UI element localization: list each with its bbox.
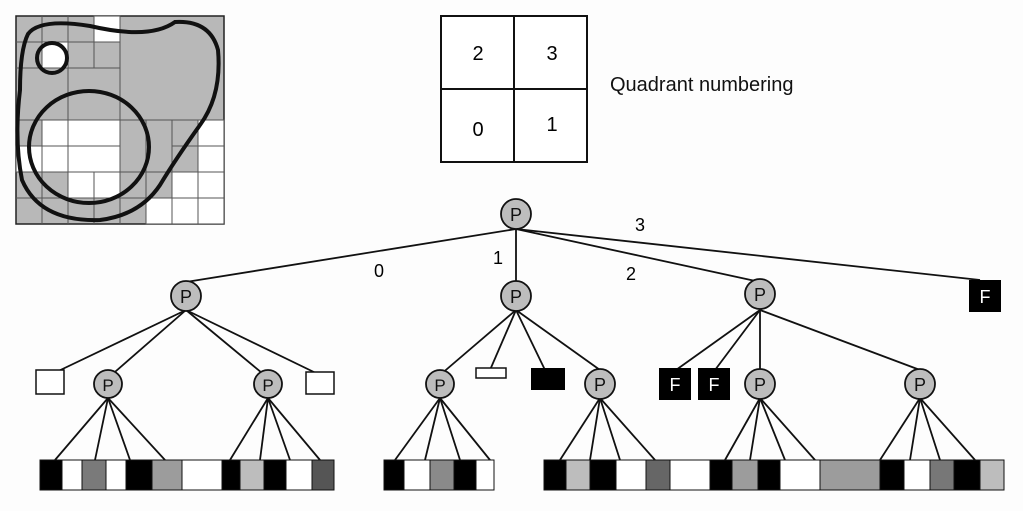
quadrant-0-label: 0 xyxy=(472,119,483,141)
root-node: P xyxy=(500,198,532,230)
svg-text:P: P xyxy=(102,376,113,395)
tree-edges xyxy=(49,228,981,461)
bottom-leaf-row xyxy=(39,459,1005,491)
node-f-level2-b: F xyxy=(698,368,730,400)
svg-text:F: F xyxy=(709,375,720,395)
svg-text:P: P xyxy=(180,287,192,307)
region-curves xyxy=(15,19,221,223)
svg-text:P: P xyxy=(510,205,522,225)
node-f-quadrant-3: F xyxy=(969,280,1001,312)
empty-leaf-nodes xyxy=(35,367,507,395)
node-p-level2-c: P xyxy=(425,369,455,399)
svg-text:P: P xyxy=(262,376,273,395)
svg-text:P: P xyxy=(754,285,766,305)
node-p-quadrant-2: P xyxy=(744,278,776,310)
svg-text:P: P xyxy=(754,375,766,395)
svg-text:F: F xyxy=(980,287,991,307)
node-p-level2-b: P xyxy=(253,369,283,399)
region-map xyxy=(15,15,225,225)
quadrant-1-label: 1 xyxy=(546,114,557,136)
node-f-level2-a: F xyxy=(659,368,691,400)
svg-text:F: F xyxy=(670,375,681,395)
svg-text:P: P xyxy=(434,376,445,395)
quadtree-grid xyxy=(16,16,224,224)
svg-text:P: P xyxy=(914,375,926,395)
node-p-level2-f: P xyxy=(904,368,936,400)
node-p-quadrant-0: P xyxy=(170,280,202,312)
svg-text:P: P xyxy=(510,287,522,307)
node-f-level2-c xyxy=(531,368,565,390)
quadrant-2-label: 2 xyxy=(472,43,483,65)
quadrant-3-label: 3 xyxy=(546,43,557,65)
partial-nodes: P P P P P P P P P P xyxy=(93,198,936,400)
edge-label-3: 3 xyxy=(635,215,645,235)
quadrant-legend: 2 3 0 1 xyxy=(440,15,588,163)
edge-label-0: 0 xyxy=(374,261,384,281)
edge-label-1: 1 xyxy=(493,248,503,268)
quadrant-caption: Quadrant numbering xyxy=(610,74,794,96)
node-p-quadrant-1: P xyxy=(500,280,532,312)
node-p-level2-e: P xyxy=(744,368,776,400)
node-p-level2-a: P xyxy=(93,369,123,399)
edge-label-2: 2 xyxy=(626,264,636,284)
node-p-level2-d: P xyxy=(584,368,616,400)
full-nodes: F F F xyxy=(531,280,1001,400)
svg-text:P: P xyxy=(594,375,606,395)
